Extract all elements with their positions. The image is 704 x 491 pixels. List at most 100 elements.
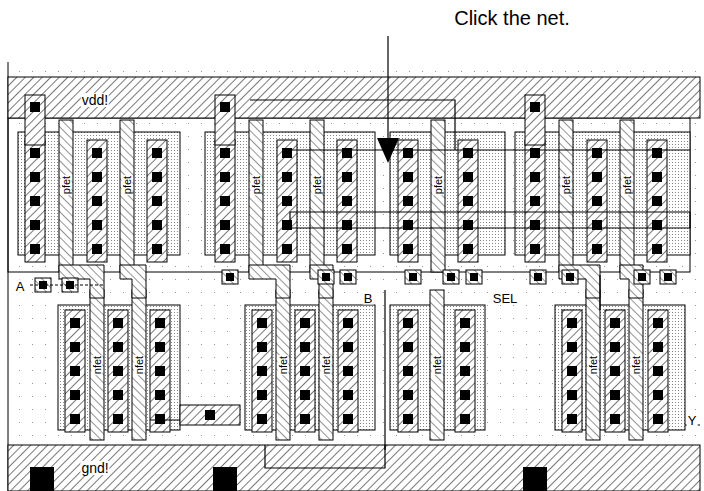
n-contact [460,318,470,328]
p-contact [342,196,352,206]
p-contact [282,172,292,182]
p-contact [592,196,602,206]
rail-contact [213,467,237,491]
metal-strip [647,140,667,262]
via [447,273,455,281]
poly-link [559,265,600,298]
vdd-strap [25,95,45,145]
n-contact [70,342,80,352]
poly-gate [310,120,324,272]
n-contact [257,318,267,328]
poly-gate [586,290,600,440]
n-contact [403,318,413,328]
p-contact [530,172,540,182]
via [322,273,330,281]
n-contact [653,390,663,400]
p-contact [30,172,40,182]
device-label: nfet [321,355,332,375]
p-contact [592,244,602,254]
n-contact [70,414,80,424]
metal-strip [587,140,607,262]
via [664,273,672,281]
device-label: nfet [432,355,443,375]
pin-name: Y [687,414,698,427]
n-contact [343,342,353,352]
metal-route [384,290,385,450]
p-contact [152,220,162,230]
n-contact [257,414,267,424]
via [226,273,234,281]
n-contact [567,318,577,328]
device-label: pfet [312,175,323,195]
poly-gate [319,290,333,440]
leader-line [387,36,388,140]
poly-gate [559,120,573,272]
metal-strip [150,310,170,432]
p-contact [30,196,40,206]
poly-contact [530,270,546,284]
rail-contact [30,467,54,491]
metal-route [599,275,600,310]
callout-text: Click the net. [453,8,571,28]
vdd-contact [530,102,540,112]
device-label: nfet [631,355,642,375]
n-contact [155,390,165,400]
p-contact [652,244,662,254]
n-contact [403,366,413,376]
metal-route [290,212,690,228]
poly-contact [443,270,459,284]
metal-strip [87,140,107,262]
n-contact [610,318,620,328]
metal-route [180,405,240,425]
poly-gate [620,120,634,272]
metal-strip [398,310,418,432]
n-contact [300,318,310,328]
n-contact [155,366,165,376]
n-contact [257,366,267,376]
poly-gate [90,290,104,440]
p-contact [92,196,102,206]
p-contact [152,196,162,206]
n-contact [403,414,413,424]
via [566,273,574,281]
pin-name: B [363,292,374,305]
p-contact [463,196,473,206]
n-contact [460,366,470,376]
via [638,273,646,281]
poly-link [59,265,104,298]
n-well [8,118,690,272]
metal-strip [525,140,545,262]
n-contact [653,342,663,352]
rail-contact [523,467,547,491]
poly-gate [59,120,73,272]
metal-strip [108,310,128,432]
n-contact [300,342,310,352]
metal-strip [215,140,235,262]
vdd-strap [525,95,545,145]
n-contact [113,318,123,328]
leader-arrow [377,138,399,163]
metal-strip [277,140,297,262]
metal-strip [605,310,625,432]
device-label: nfet [278,355,289,375]
device-label: pfet [61,175,72,195]
poly-contact [562,270,578,284]
metal-strip [562,310,582,432]
n-contact [113,366,123,376]
poly-gate [249,120,263,272]
poly-link [249,265,290,298]
p-contact [530,244,540,254]
n-contact [610,366,620,376]
n-contact [343,318,353,328]
n-contact [70,318,80,328]
n-contact [257,342,267,352]
p-contact [403,244,413,254]
poly-contact [340,270,356,284]
n-contact [653,414,663,424]
vdd-contact [220,102,230,112]
p-contact [652,172,662,182]
n-contact [460,390,470,400]
via [344,273,352,281]
p-contact [152,148,162,158]
n-contact [567,366,577,376]
